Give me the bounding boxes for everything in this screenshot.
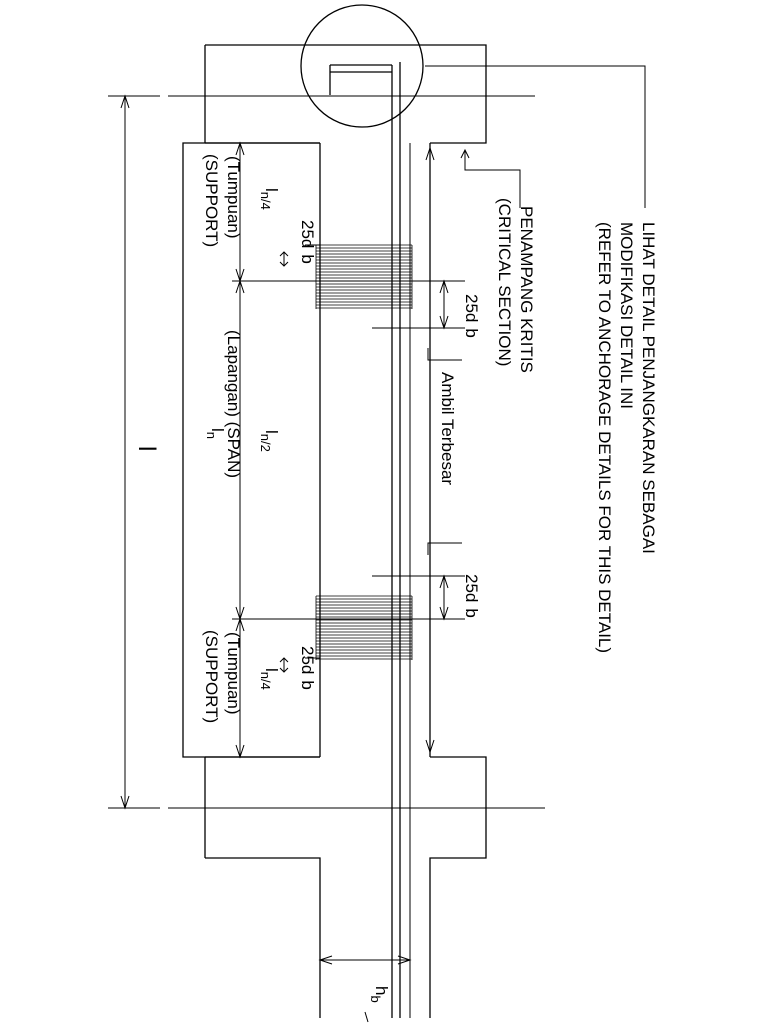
critical-section-line1: PENAMPANG KRITIS xyxy=(517,206,536,373)
db-bottom-right-sub: b xyxy=(462,608,481,617)
db-top-right-sub: b xyxy=(462,328,481,337)
ln-quarter-top: ln/4 xyxy=(258,188,281,210)
db-bottom-right: 25d b xyxy=(462,574,481,618)
overall-length-label: l xyxy=(133,446,160,451)
db-bottom-right-main: 25d xyxy=(462,574,481,602)
db-top-left-sub: b xyxy=(298,254,317,263)
db-top-right-main: 25d xyxy=(462,294,481,322)
support-id-bottom: (Tumpuan) xyxy=(224,632,243,715)
ln-label-l: l xyxy=(208,428,227,432)
ln-quarter-bottom: ln/4 xyxy=(258,668,281,690)
db-top-left-main: 25d xyxy=(298,220,317,248)
db-top-right: 25d b xyxy=(462,294,481,338)
hb-label-h: h xyxy=(372,986,391,995)
db-top-left: 25d b xyxy=(298,220,317,264)
notes: LIHAT DETAIL PENJANGKARAN SEBAGAI MODIFI… xyxy=(438,198,658,653)
ln-quarter-bottom-l: l xyxy=(262,668,281,672)
ln-quarter-top-sub: n/4 xyxy=(258,192,273,210)
ln-quarter-bottom-sub: n/4 xyxy=(258,672,273,690)
stirrup-zone-bottom xyxy=(315,595,413,660)
span-label: (Lapangan) (SPAN) xyxy=(224,330,243,478)
dimension-lines xyxy=(120,94,462,1023)
stirrup-zone-top xyxy=(315,244,413,309)
ln-half-l: l xyxy=(262,430,281,434)
zone-labels: (Tumpuan) (SUPPORT) (Lapangan) (SPAN) (T… xyxy=(202,154,243,723)
hb-label: hb xyxy=(368,986,391,1003)
support-id-top: (Tumpuan) xyxy=(224,156,243,239)
anchorage-note-line1: LIHAT DETAIL PENJANGKARAN SEBAGAI xyxy=(639,222,658,554)
critical-section-line2: (CRITICAL SECTION) xyxy=(495,198,514,366)
db-bottom-left-main: 25d xyxy=(298,646,317,674)
take-largest-label: Ambil Terbesar xyxy=(438,372,457,485)
anchorage-detail-circle xyxy=(300,4,424,128)
extension-lines xyxy=(108,95,545,809)
ln-half: ln/2 xyxy=(258,430,281,452)
db-bottom-left-sub: b xyxy=(298,680,317,689)
ln-half-sub: n/2 xyxy=(258,434,273,452)
ln-quarter-top-l: l xyxy=(262,188,281,192)
ln-label-sub: n xyxy=(204,432,219,439)
hb-label-sub: b xyxy=(368,995,383,1002)
support-en-top: (SUPPORT) xyxy=(202,154,221,247)
anchorage-note-line3: (REFER TO ANCHORAGE DETAILS FOR THIS DET… xyxy=(595,222,614,653)
ln-label: ln xyxy=(204,428,227,439)
db-bottom-left: 25d b xyxy=(298,646,317,690)
anchorage-note-line2: MODIFIKASI DETAIL INI xyxy=(617,222,636,409)
dimension-labels: l ln/4 ln/4 ln/2 ln 25db 25db 25db 25db … xyxy=(133,188,481,1003)
support-en-bottom: (SUPPORT) xyxy=(202,630,221,723)
leader-lines xyxy=(425,65,646,208)
